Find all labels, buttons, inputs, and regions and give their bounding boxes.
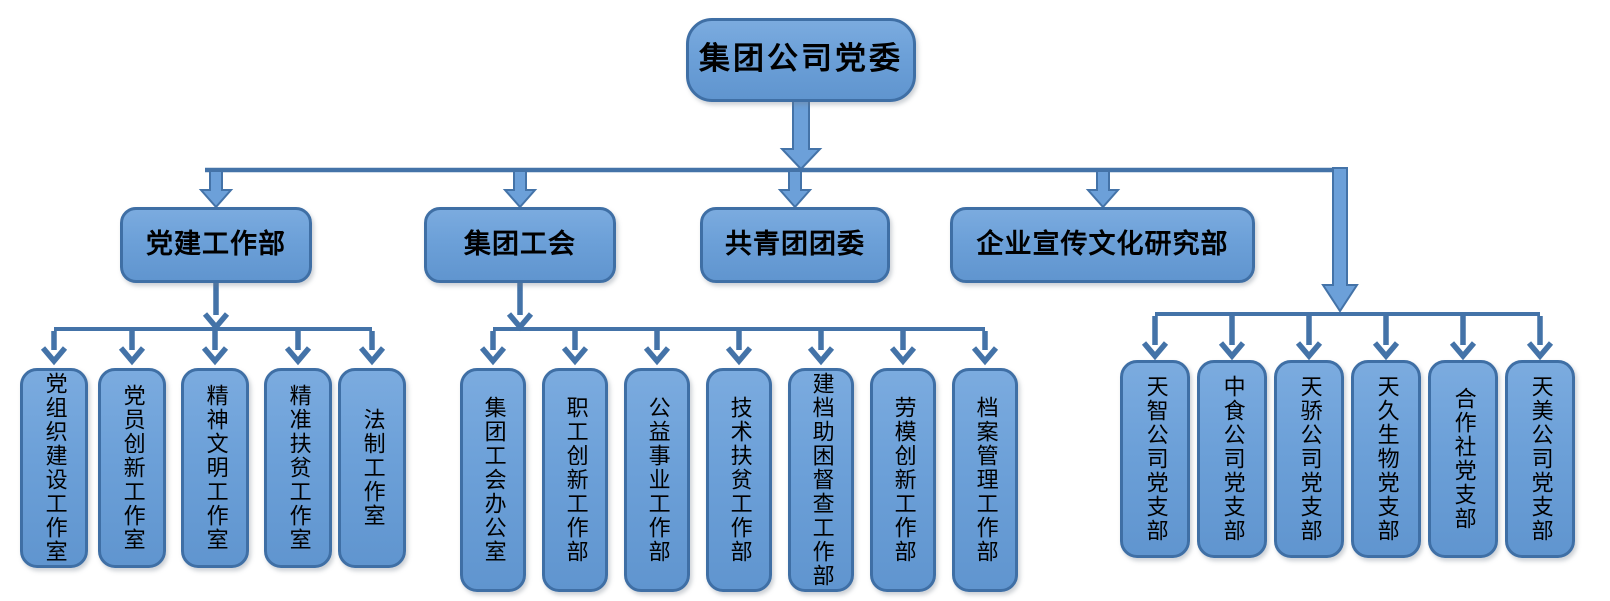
node-branch-1: 中食公司党支部 [1197,360,1267,558]
node-dept-1: 集团工会 [424,207,616,283]
node-dept-1-child-3: 技术扶贫工作部 [706,368,772,592]
node-dept-1-child-2: 公益事业工作部 [624,368,690,592]
arrow-to-dept-0-icon [198,170,234,209]
node-dept-0: 党建工作部 [120,207,312,283]
node-branch-2: 天骄公司党支部 [1274,360,1344,558]
node-dept-0-child-2: 精神文明工作室 [181,368,249,568]
root-stem-arrow-icon [779,100,823,171]
node-dept-1-child-4: 建档助困督查工作部 [788,368,854,592]
node-branch-5: 天美公司党支部 [1505,360,1575,558]
node-dept-0-child-1: 党员创新工作室 [98,368,166,568]
arrow-to-dept-2-icon [777,170,813,209]
dept-1-stem-arrow-icon [506,283,534,332]
arrow-to-branches-icon [1321,167,1359,313]
branch-arrows-icon [1141,316,1554,361]
node-branch-4: 合作社党支部 [1428,360,1498,558]
arrow-to-dept-1-icon [502,170,538,209]
node-dept-0-child-3: 精准扶贫工作室 [264,368,332,568]
node-branch-3: 天久生物党支部 [1351,360,1421,558]
node-dept-2: 共青团团委 [700,207,890,283]
node-dept-0-child-0: 党组织建设工作室 [20,368,88,568]
node-root: 集团公司党委 [686,18,916,102]
node-branch-0: 天智公司党支部 [1120,360,1190,558]
node-dept-0-child-4: 法制工作室 [338,368,406,568]
dept-0-child-arrows-icon [40,331,386,366]
node-dept-1-child-5: 劳模创新工作部 [870,368,936,592]
node-dept-1-child-0: 集团工会办公室 [460,368,526,592]
node-dept-3: 企业宣传文化研究部 [950,207,1255,283]
arrow-to-dept-3-icon [1085,170,1121,209]
dept-0-stem-arrow-icon [202,283,230,332]
dept-1-child-arrows-icon [479,331,999,366]
node-dept-1-child-1: 职工创新工作部 [542,368,608,592]
node-dept-1-child-6: 档案管理工作部 [952,368,1018,592]
